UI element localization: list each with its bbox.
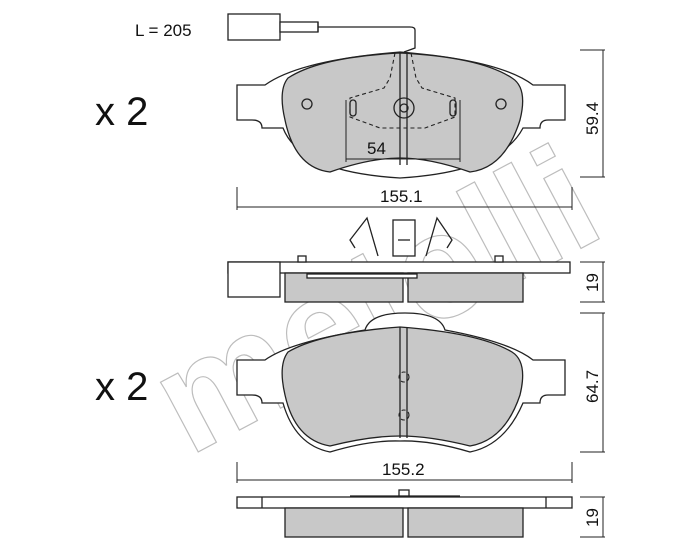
sensor-connector-icon: [227, 13, 281, 41]
bottom-pad-side-view: [236, 489, 573, 538]
quantity-label-top: x 2: [95, 90, 148, 134]
dimension-thickness-top: 19: [583, 273, 602, 292]
dimension-height-top: 59.4: [583, 102, 602, 135]
top-pad-side-view: [227, 216, 571, 303]
quantity-label-bottom: x 2: [95, 365, 148, 409]
bottom-pad-front-view: [236, 312, 566, 453]
dimension-width-bottom: 155.2: [382, 460, 425, 479]
top-pad-front-view: [227, 13, 566, 179]
dimension-height-bottom: 64.7: [583, 370, 602, 403]
dimension-width-top: 155.1: [380, 187, 423, 206]
dimension-54: 54: [367, 139, 386, 158]
spring-clip-icon: [349, 216, 453, 257]
dimension-thickness-bottom: 19: [583, 508, 602, 527]
wire-length-label: L = 205: [135, 21, 192, 40]
